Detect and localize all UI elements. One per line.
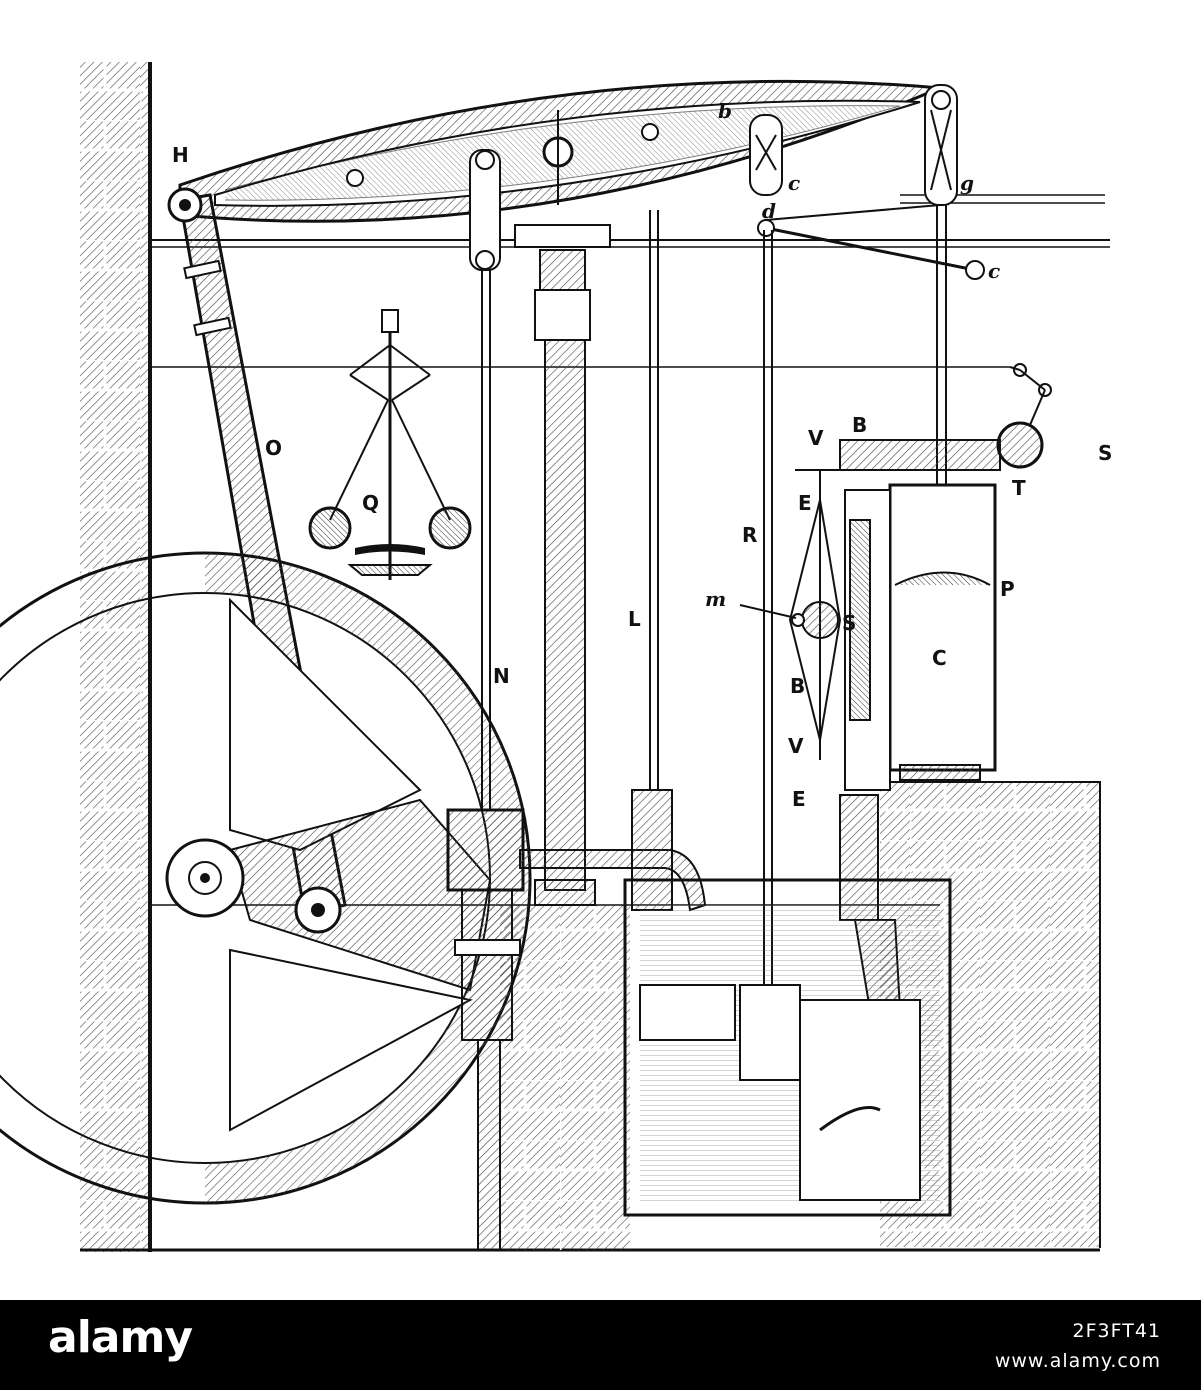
- label-b: b: [718, 99, 732, 123]
- label-S-mid: S: [842, 611, 856, 635]
- label-S-right: S: [1098, 441, 1112, 465]
- label-B-mid: B: [790, 674, 805, 698]
- label-g: g: [960, 171, 974, 195]
- label-V-mid: V: [788, 734, 804, 758]
- label-P: P: [1000, 577, 1015, 601]
- air-pump-rod: [631, 210, 673, 911]
- label-c-right: c: [988, 259, 1000, 283]
- steam-engine-engraving: H b c g d c O Q V B S T E R P m L S C N …: [0, 62, 1112, 1252]
- condenser-cistern: [623, 878, 952, 1217]
- label-N: N: [493, 664, 510, 688]
- label-H: H: [172, 143, 189, 167]
- label-V-top: V: [808, 426, 824, 450]
- part-labels: H b c g d c O Q V B S T E R P m L S C N …: [172, 99, 1112, 811]
- centrifugal-governor: [308, 309, 472, 580]
- label-E-bottom: E: [792, 787, 806, 811]
- label-R: R: [742, 523, 757, 547]
- label-d: d: [762, 199, 776, 223]
- label-B-top: B: [852, 413, 867, 437]
- stock-watermark-bar: alamy 2F3FT41 www.alamy.com: [0, 1300, 1201, 1390]
- label-m: m: [705, 587, 726, 611]
- label-O: O: [265, 436, 282, 460]
- label-c-upper: c: [788, 171, 800, 195]
- image-id: 2F3FT41: [1072, 1320, 1161, 1342]
- label-C: C: [932, 646, 947, 670]
- throttle-valve: [996, 363, 1052, 469]
- label-T: T: [1012, 476, 1026, 500]
- steam-cylinder: [888, 483, 997, 781]
- beam-column: [514, 224, 611, 906]
- site-url[interactable]: www.alamy.com: [994, 1350, 1161, 1372]
- label-Q: Q: [362, 491, 379, 515]
- label-L: L: [628, 607, 641, 631]
- left-brick-wall: [80, 62, 152, 1252]
- alamy-logo: alamy: [48, 1312, 193, 1363]
- label-E-top: E: [798, 491, 812, 515]
- walking-beam: [178, 79, 941, 223]
